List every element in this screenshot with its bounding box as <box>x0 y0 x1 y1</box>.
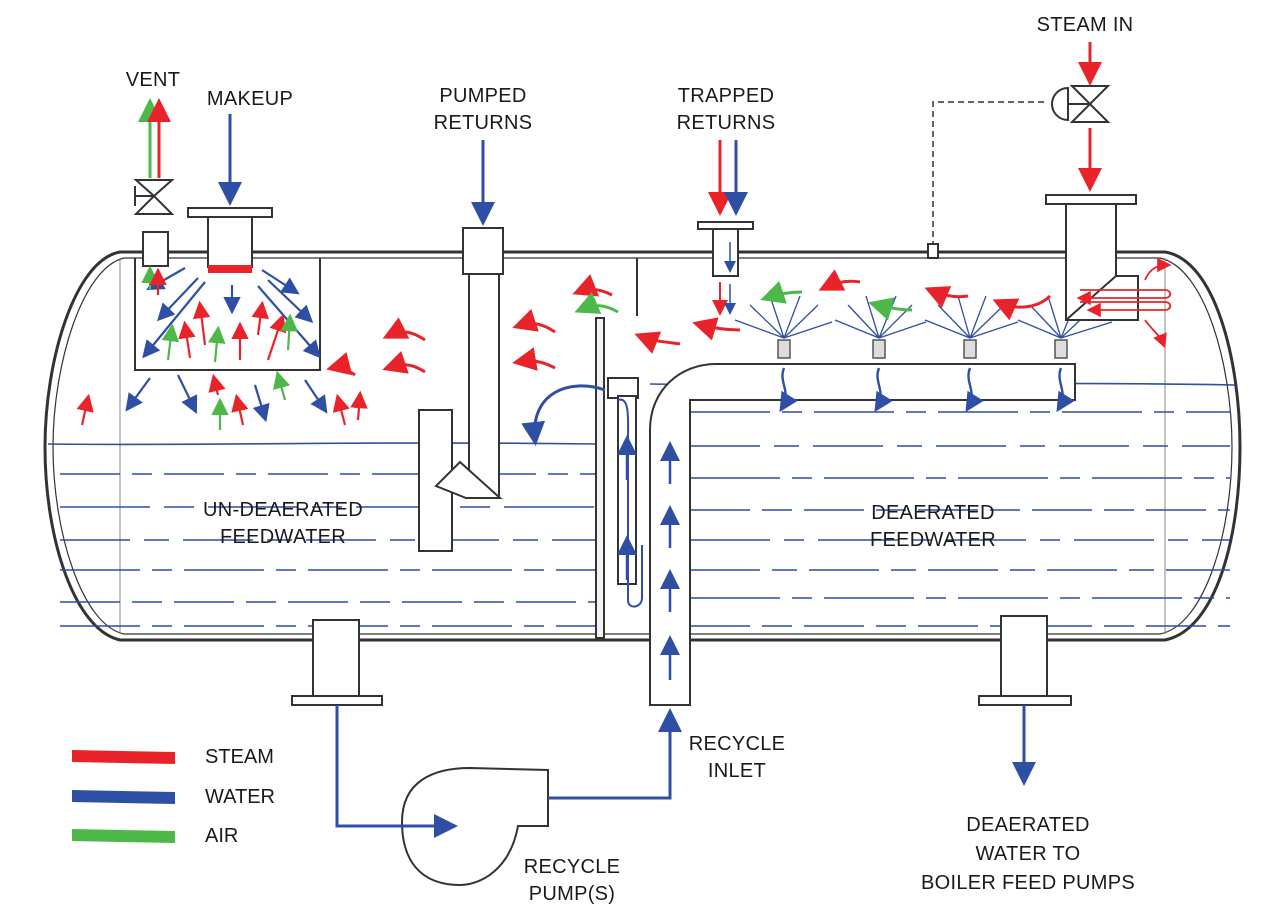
vent-label: VENT <box>125 69 181 91</box>
makeup-spray-arrows <box>141 265 321 363</box>
legend-water-label: WATER <box>205 786 275 808</box>
lower-left-arrows <box>76 370 368 430</box>
steam-exit-arrows <box>1076 257 1172 349</box>
riser-arrows <box>617 435 680 680</box>
deaerated-feedwater-label: DEAERATED FEEDWATER <box>869 502 997 551</box>
tank-shell <box>43 250 1242 642</box>
recycle-inlet-label: RECYCLE INLET <box>688 733 786 782</box>
u-tube-flow <box>617 398 643 608</box>
spray-lines <box>734 295 1113 339</box>
legend-air-label: AIR <box>205 825 239 847</box>
recycle-outlet-nozzle <box>291 619 383 706</box>
pumped-returns-label: PUMPED RETURNS <box>433 85 533 134</box>
steam-valve <box>1051 85 1111 123</box>
steam-in-label: STEAM IN <box>1036 14 1134 36</box>
vapor-swirl-arrows <box>326 269 1052 377</box>
recycle-pump-label: RECYCLE PUMP(S) <box>523 856 621 905</box>
legend-steam-swatch <box>72 750 175 764</box>
makeup-label: MAKEUP <box>206 88 294 110</box>
deaerated-water-label: DEAERATED WATER TO BOILER FEED PUMPS <box>920 814 1136 894</box>
makeup-spray-box <box>134 258 321 371</box>
pump-suction-line <box>335 705 458 838</box>
trapped-returns-nozzle <box>697 221 754 277</box>
legend-swatches <box>72 750 175 843</box>
legend-water-swatch <box>72 790 175 804</box>
spray-nozzles <box>777 339 1068 359</box>
vent-valve <box>133 179 175 267</box>
trapped-returns-label: TRAPPED RETURNS <box>676 85 776 134</box>
spray-drop-arrows <box>779 367 1075 413</box>
overflow-arrow <box>521 384 606 446</box>
temperature-sensor <box>927 243 939 259</box>
undeaerated-feedwater-label: UN-DEAERATED FEEDWATER <box>203 499 363 548</box>
legend-air-swatch <box>72 829 175 843</box>
center-baffle <box>595 317 605 639</box>
deaerated-outlet-nozzle <box>978 615 1072 706</box>
recycle-pump <box>400 766 549 887</box>
makeup-nozzle <box>187 207 273 273</box>
legend-steam-label: STEAM <box>205 746 274 768</box>
pump-discharge-line <box>548 708 682 800</box>
pumped-returns-pipe <box>418 227 504 552</box>
control-signal-line <box>932 101 1044 244</box>
